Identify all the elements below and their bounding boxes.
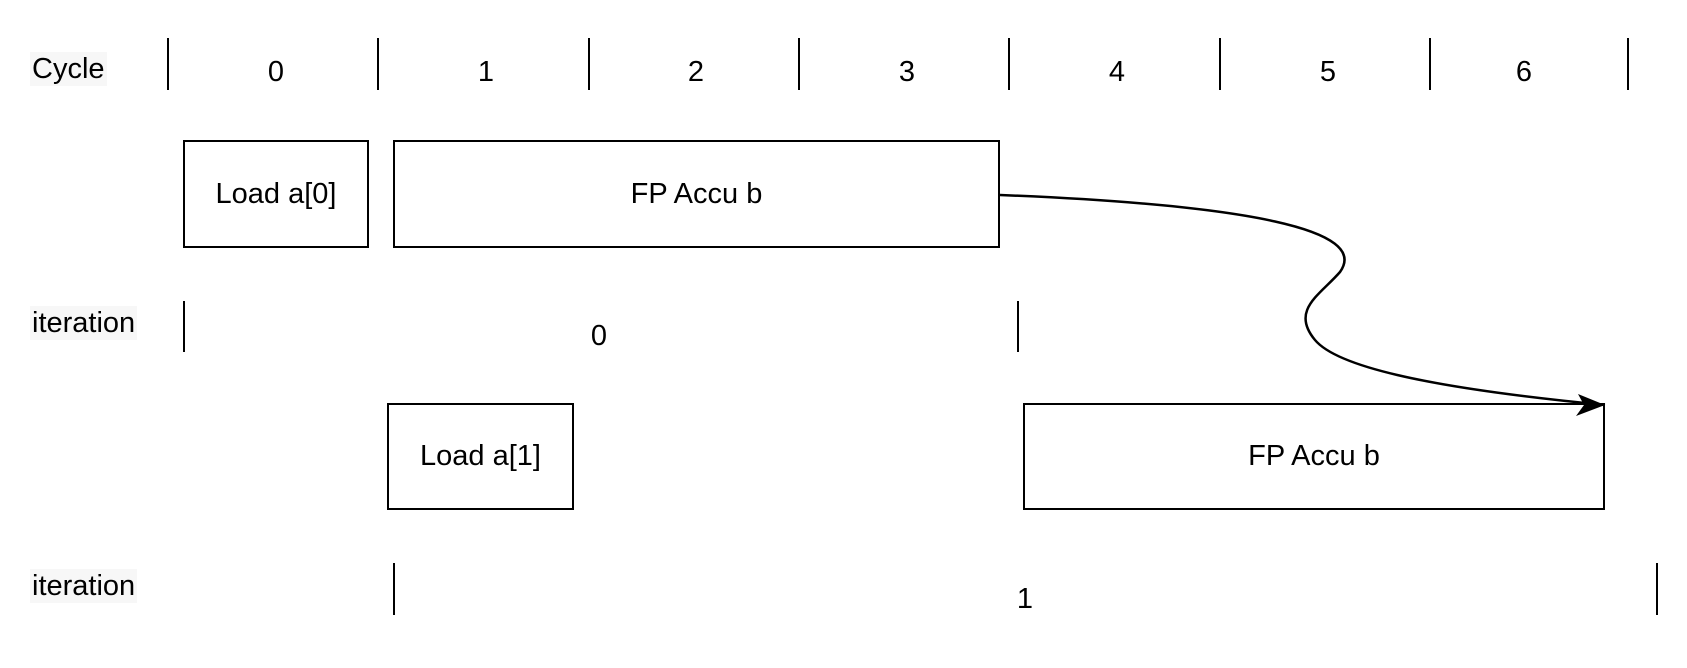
cycle-divider (1008, 38, 1010, 90)
cycle-divider (1627, 38, 1629, 90)
cycle-number: 2 (687, 56, 705, 88)
cycle-divider (167, 38, 169, 90)
cycle-divider (798, 38, 800, 90)
fp-accu-b-block-iter1: FP Accu b (1023, 403, 1605, 510)
iteration-number: 1 (1016, 583, 1034, 615)
cycle-number: 0 (267, 56, 285, 88)
cycle-number: 3 (898, 56, 916, 88)
iteration-span-start (183, 301, 185, 352)
cycle-divider (377, 38, 379, 90)
fp-accu-b-block-iter0: FP Accu b (393, 140, 1000, 248)
load-a0-block: Load a[0] (183, 140, 369, 248)
iteration-span-end (1656, 563, 1658, 615)
cycle-row-label: Cycle (30, 52, 107, 86)
iteration-span-start (393, 563, 395, 615)
cycle-number: 6 (1515, 56, 1533, 88)
cycle-number: 1 (477, 56, 495, 88)
cycle-number: 4 (1108, 56, 1126, 88)
iteration-row-label: iteration (30, 569, 138, 603)
iteration-row-label: iteration (30, 306, 138, 340)
cycle-divider (588, 38, 590, 90)
cycle-divider (1219, 38, 1221, 90)
cycle-number: 5 (1319, 56, 1337, 88)
iteration-number: 0 (590, 320, 608, 352)
cycle-divider (1429, 38, 1431, 90)
iteration-span-end (1017, 301, 1019, 352)
load-a1-block: Load a[1] (387, 403, 574, 510)
